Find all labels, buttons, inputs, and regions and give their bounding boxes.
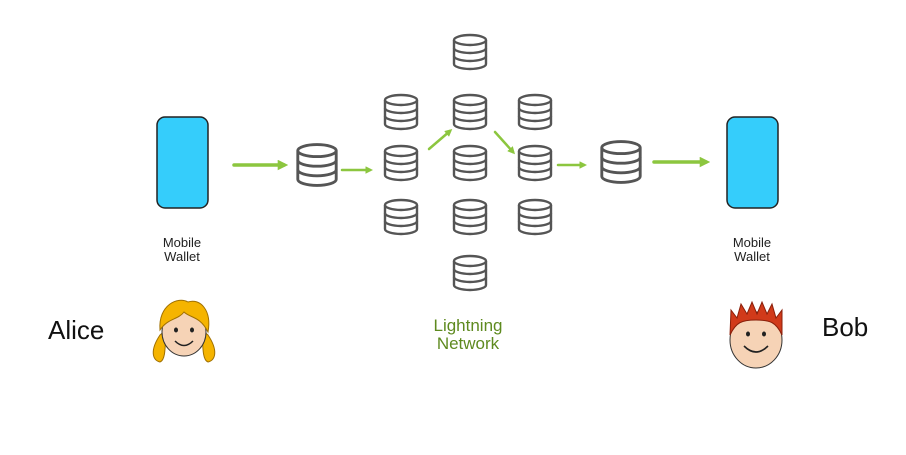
bob-phone-icon: [726, 116, 779, 209]
bob-wallet-label: Mobile Wallet: [712, 236, 792, 264]
network-node-icon: [452, 198, 488, 236]
bob-gateway-node-icon: [600, 140, 642, 184]
alice-wallet-label-line2: Wallet: [164, 249, 200, 264]
network-node-icon: [383, 198, 419, 236]
network-label-line2: Network: [436, 334, 500, 353]
bob-wallet-label-line2: Wallet: [734, 249, 770, 264]
network-node-icon: [452, 33, 488, 71]
alice-wallet-label: Mobile Wallet: [142, 236, 222, 264]
network-node-icon: [452, 93, 488, 131]
network-node-icon: [517, 198, 553, 236]
bob-avatar-icon: [729, 300, 783, 369]
bob-name: Bob: [822, 312, 869, 342]
arrow-icon: [493, 130, 516, 155]
arrow-icon: [427, 129, 453, 151]
alice-name: Alice: [48, 315, 105, 345]
alice-gateway-node-icon: [296, 143, 338, 187]
alice-wallet-label-line1: Mobile: [162, 235, 202, 250]
network-node-icon: [383, 93, 419, 131]
bob-wallet-label-line1: Mobile: [732, 235, 772, 250]
network-node-icon: [383, 144, 419, 182]
network-label-line1: Lightning: [433, 316, 503, 335]
network-node-icon: [517, 93, 553, 131]
network-node-icon: [452, 254, 488, 292]
network-node-icon: [517, 144, 553, 182]
alice-phone-icon: [156, 116, 209, 209]
alice-avatar-icon: [152, 299, 216, 363]
network-node-icon: [452, 144, 488, 182]
network-label: Lightning Network: [408, 317, 528, 353]
